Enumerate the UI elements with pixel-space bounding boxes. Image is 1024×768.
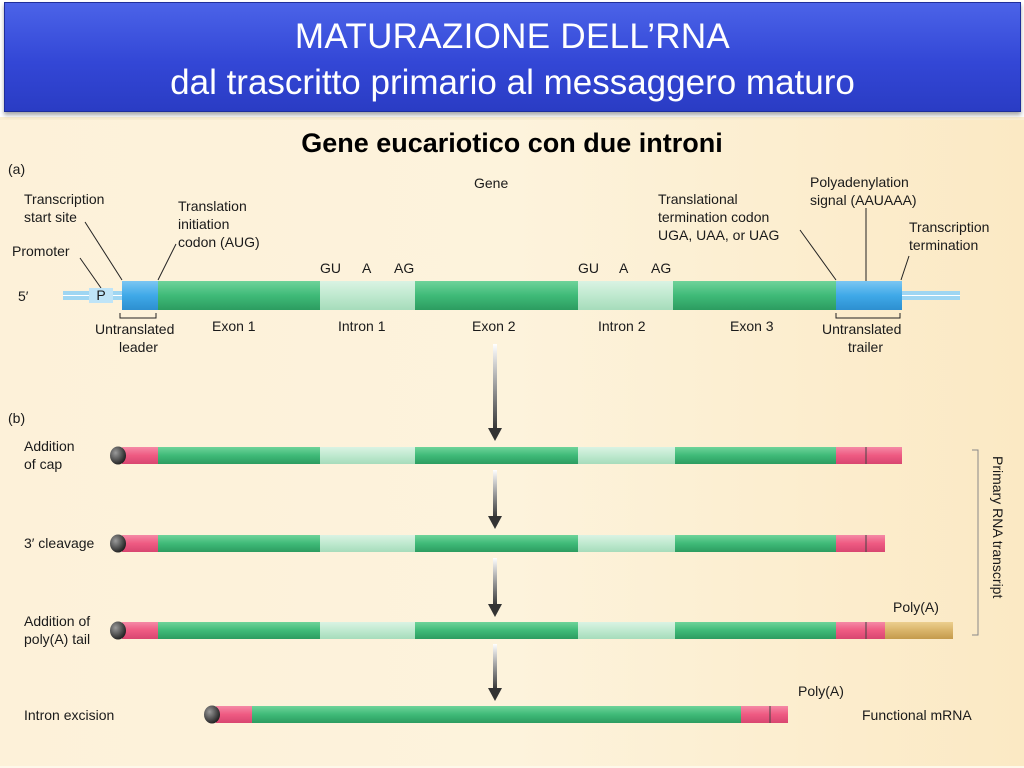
splice1-ag: AG bbox=[394, 260, 414, 276]
dna-exon-1 bbox=[158, 281, 320, 310]
translational-termination-label-2: termination codon bbox=[658, 209, 769, 225]
leader-line-translation-initiation bbox=[157, 243, 177, 281]
slide-title-subline: dal trascritto primario al messaggero ma… bbox=[170, 63, 855, 102]
arrow-head-4 bbox=[488, 688, 502, 701]
splice2-ag: AG bbox=[651, 260, 671, 276]
step4-label: Intron excision bbox=[24, 707, 114, 723]
untranslated-leader-label-2: leader bbox=[119, 339, 158, 355]
slide-title: MATURAZIONE DELL’RNA bbox=[294, 17, 731, 56]
dna-5utr bbox=[122, 281, 158, 310]
splice2-gu: GU bbox=[578, 260, 599, 276]
cap-1 bbox=[110, 446, 126, 465]
process-arrows bbox=[488, 344, 502, 701]
five-prime-label: 5′ bbox=[18, 288, 29, 304]
rna-step2-cleaved bbox=[110, 534, 885, 553]
arrow-head-2 bbox=[488, 516, 502, 529]
intron-1-label: Intron 1 bbox=[338, 318, 386, 334]
dna-exon-3 bbox=[673, 281, 836, 310]
dna-intron-1 bbox=[320, 281, 415, 310]
polya-label-3: Poly(A) bbox=[893, 599, 939, 615]
transcription-termination-label-2: termination bbox=[909, 237, 978, 253]
cap-4 bbox=[204, 705, 220, 724]
transcription-start-label-1: Transcription bbox=[24, 191, 104, 207]
rna-step3-polyadenylated bbox=[110, 621, 953, 640]
step3-label-2: poly(A) tail bbox=[24, 631, 90, 647]
transcription-termination-label-1: Transcription bbox=[909, 219, 989, 235]
polya-tail bbox=[885, 622, 953, 639]
rna-step1-capped bbox=[110, 446, 902, 465]
untranslated-leader-label-1: Untranslated bbox=[95, 321, 174, 337]
translational-termination-label-1: Translational bbox=[658, 191, 738, 207]
leader-line-promoter bbox=[79, 257, 102, 289]
translation-initiation-label-1: Translation bbox=[178, 198, 247, 214]
promoter-box-label: P bbox=[96, 287, 105, 303]
promoter-label: Promoter bbox=[12, 243, 70, 259]
untranslated-trailer-label-1: Untranslated bbox=[822, 321, 901, 337]
step2-label: 3′ cleavage bbox=[24, 535, 95, 551]
cap-3 bbox=[110, 621, 126, 640]
primary-transcript-bracket bbox=[972, 449, 979, 636]
polyadenylation-label-2: signal (AAUAAA) bbox=[810, 192, 917, 208]
arrow-shaft-1 bbox=[493, 344, 497, 430]
trailer-bracket bbox=[835, 313, 901, 319]
exon-2-label: Exon 2 bbox=[472, 318, 516, 334]
primary-transcript-label: Primary RNA transcript bbox=[990, 456, 1006, 598]
splice1-a: A bbox=[362, 260, 372, 276]
polya-label-4: Poly(A) bbox=[798, 683, 844, 699]
step1-label-1: Addition bbox=[24, 438, 75, 454]
polyadenylation-label-1: Polyadenylation bbox=[810, 174, 909, 190]
content-panel bbox=[0, 120, 1024, 766]
untranslated-trailer-label-2: trailer bbox=[848, 339, 883, 355]
intron-2-label: Intron 2 bbox=[598, 318, 646, 334]
gene-dna-bar: P bbox=[63, 281, 960, 310]
leader-line-transcription-start bbox=[84, 221, 123, 281]
dna-intron-2 bbox=[578, 281, 673, 310]
panel-a-tag: (a) bbox=[8, 161, 25, 177]
exon-3-label: Exon 3 bbox=[730, 318, 774, 334]
dna-3utr bbox=[836, 281, 902, 310]
arrow-head-3 bbox=[488, 604, 502, 617]
rna-step4-mature bbox=[204, 705, 788, 724]
translation-initiation-label-3: codon (AUG) bbox=[178, 234, 260, 250]
panel-b-tag: (b) bbox=[8, 410, 25, 426]
arrow-head-1 bbox=[488, 428, 502, 441]
dna-exon-2 bbox=[415, 281, 578, 310]
leader-line-translational-termination bbox=[799, 229, 837, 281]
title-bar: MATURAZIONE DELL’RNA dal trascritto prim… bbox=[4, 2, 1021, 112]
translation-initiation-label-2: initiation bbox=[178, 216, 229, 232]
leader-line-transcription-termination bbox=[900, 255, 910, 281]
translational-termination-label-3: UGA, UAA, or UAG bbox=[658, 227, 779, 243]
step1-label-2: of cap bbox=[24, 456, 62, 472]
arrow-shaft-3 bbox=[493, 558, 497, 606]
splice1-gu: GU bbox=[320, 260, 341, 276]
promoter-box bbox=[89, 288, 113, 303]
step3-label-1: Addition of bbox=[24, 613, 90, 629]
splice2-a: A bbox=[619, 260, 629, 276]
cap-2 bbox=[110, 534, 126, 553]
arrow-shaft-4 bbox=[493, 644, 497, 690]
leader-bracket bbox=[119, 313, 157, 319]
transcription-start-label-2: start site bbox=[24, 209, 77, 225]
gene-label: Gene bbox=[474, 175, 508, 191]
functional-mrna-label: Functional mRNA bbox=[862, 707, 972, 723]
slide-subtitle: Gene eucariotico con due introni bbox=[301, 128, 723, 158]
exon-1-label: Exon 1 bbox=[212, 318, 256, 334]
arrow-shaft-2 bbox=[493, 470, 497, 518]
